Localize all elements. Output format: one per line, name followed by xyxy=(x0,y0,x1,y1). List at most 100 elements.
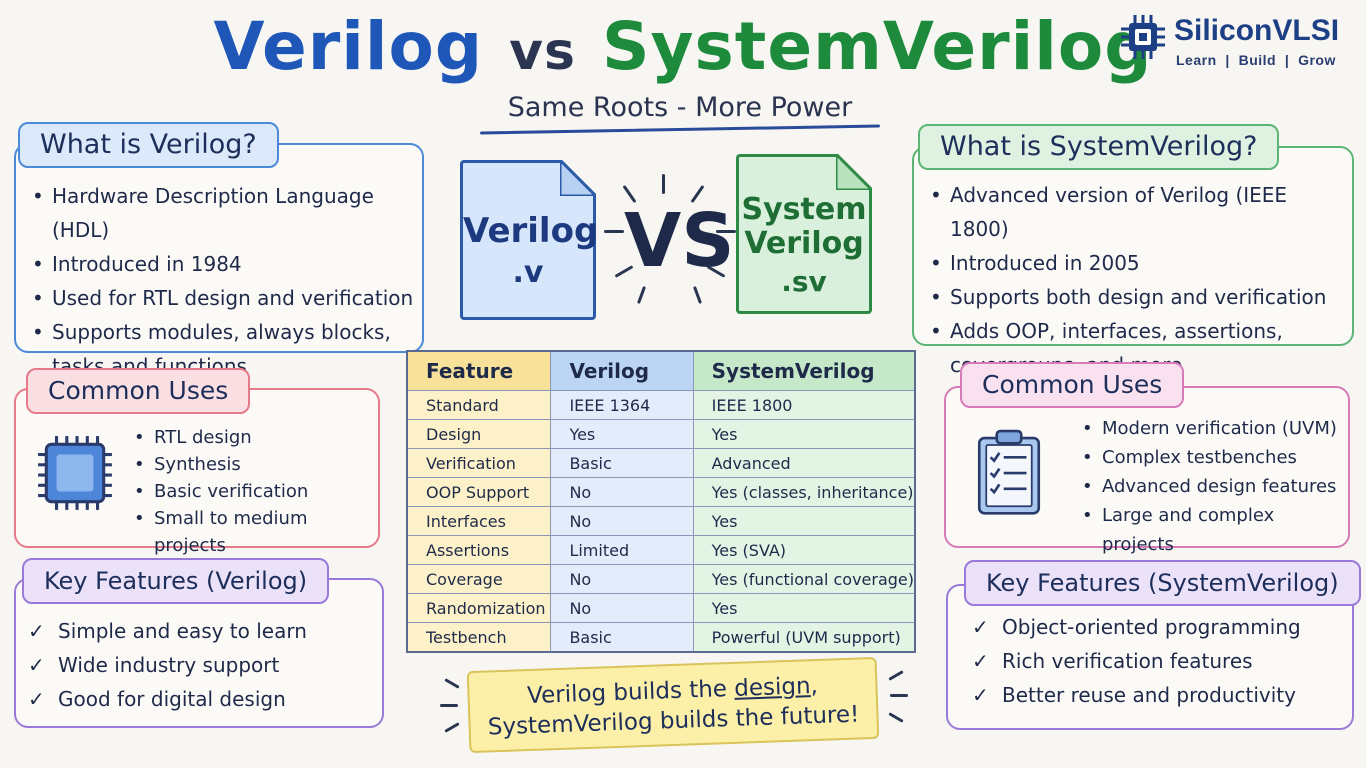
subtitle: Same Roots - More Power xyxy=(507,92,853,123)
systemverilog-file-ext: .sv xyxy=(781,265,827,298)
logo-name-part1: Silicon xyxy=(1174,14,1273,47)
list-item-label: Wide industry support xyxy=(58,653,280,677)
list-item: ✓ Good for digital design xyxy=(28,682,307,716)
check-icon: ✓ xyxy=(28,619,45,643)
list-item-label: Good for digital design xyxy=(58,687,286,711)
cell-systemverilog: Yes (classes, inheritance) xyxy=(692,477,916,507)
list-item: RTL design xyxy=(132,424,378,451)
cell-systemverilog: Yes xyxy=(692,419,916,449)
list-item: ✓ Better reuse and productivity xyxy=(972,678,1301,712)
systemverilog-file-name-line2: Verilog xyxy=(744,226,864,261)
quote-line1-end: , xyxy=(810,672,819,700)
list-item: Used for RTL design and verification xyxy=(30,281,422,315)
check-icon: ✓ xyxy=(972,615,989,639)
cell-verilog: Limited xyxy=(550,535,694,565)
list-item: Large and complex projects xyxy=(1080,501,1348,559)
list-item: Basic verification xyxy=(132,478,378,505)
list-item: Advanced design features xyxy=(1080,472,1348,501)
cell-feature: Standard xyxy=(406,390,552,420)
list-item: Introduced in 1984 xyxy=(30,247,422,281)
what-is-verilog-card: Hardware Description Language (HDL) Intr… xyxy=(14,143,424,378)
cell-systemverilog: Yes (functional coverage) xyxy=(692,564,916,594)
list-item-label: Simple and easy to learn xyxy=(58,619,307,643)
list-item: ✓ Rich verification features xyxy=(972,644,1301,678)
systemverilog-key-features-card: ✓ Object-oriented programming ✓ Rich verif… xyxy=(946,584,1354,730)
cell-feature: Design xyxy=(406,419,552,449)
verilog-file-icon: Verilog .v xyxy=(460,160,599,320)
cell-verilog: IEEE 1364 xyxy=(550,390,694,420)
file-corner-icon xyxy=(836,154,872,190)
list-item-label: Better reuse and productivity xyxy=(1002,683,1296,707)
list-item: ✓ Object-oriented programming xyxy=(972,610,1301,644)
cell-verilog: Basic xyxy=(550,622,694,653)
clipboard-checklist-icon xyxy=(977,429,1041,515)
list-item: Complex testbenches xyxy=(1080,443,1348,472)
list-item-label: Rich verification features xyxy=(1002,649,1253,673)
list-item-label: Object-oriented programming xyxy=(1002,615,1301,639)
quote-emphasis: design xyxy=(733,673,811,702)
subtitle-underline xyxy=(480,124,880,135)
cell-systemverilog: Yes xyxy=(692,506,916,536)
cell-systemverilog: Powerful (UVM support) xyxy=(692,622,916,653)
logo-name: SiliconVLSI xyxy=(1174,14,1339,48)
vs-burst xyxy=(600,170,740,310)
list-item: ✓ Simple and easy to learn xyxy=(28,614,307,648)
what-is-systemverilog-card: Advanced version of Verilog (IEEE 1800) … xyxy=(912,146,1354,377)
list-item-line: Supports modules, always blocks, xyxy=(52,320,391,344)
quote-burst-right xyxy=(884,668,914,728)
cell-feature: Assertions xyxy=(406,535,552,565)
systemverilog-file-icon: System Verilog .sv xyxy=(736,154,872,314)
cell-verilog: Basic xyxy=(550,448,694,478)
file-corner-icon xyxy=(560,160,596,196)
cell-feature: OOP Support xyxy=(406,477,552,507)
systemverilog-file-name-line1: System xyxy=(741,192,867,227)
check-icon: ✓ xyxy=(28,653,45,677)
cell-feature: Testbench xyxy=(406,622,552,653)
verilog-key-features-heading: Key Features (Verilog) xyxy=(22,558,330,604)
quote-burst-left xyxy=(438,676,468,736)
verilog-common-uses-heading: Common Uses xyxy=(26,368,251,414)
cell-feature: Interfaces xyxy=(406,506,552,536)
table-header-row: Feature Verilog SystemVerilog xyxy=(406,350,916,391)
verilog-file-name: Verilog xyxy=(463,211,599,251)
cell-feature: Coverage xyxy=(406,564,552,594)
verilog-file-ext: .v xyxy=(512,255,544,290)
list-item: Introduced in 2005 xyxy=(928,246,1352,280)
check-icon: ✓ xyxy=(972,649,989,673)
systemverilog-common-uses-card: Modern verification (UVM) Complex testbe… xyxy=(944,386,1350,555)
what-is-verilog-heading: What is Verilog? xyxy=(18,122,279,168)
list-item: Supports both design and verification xyxy=(928,280,1352,314)
list-item: Synthesis xyxy=(132,451,378,478)
cell-verilog: No xyxy=(550,593,694,623)
cpu-chip-icon xyxy=(38,436,112,510)
list-item-line: Adds OOP, interfaces, assertions, xyxy=(950,319,1283,343)
cell-systemverilog: Yes xyxy=(692,593,916,623)
cell-systemverilog: IEEE 1800 xyxy=(692,390,916,420)
cell-systemverilog: Advanced xyxy=(692,448,916,478)
column-header-feature: Feature xyxy=(406,350,552,391)
systemverilog-common-uses-heading: Common Uses xyxy=(960,362,1185,408)
title-vs: vs xyxy=(509,22,576,82)
verilog-common-uses-card: RTL design Synthesis Basic verification … xyxy=(14,388,380,556)
cell-feature: Verification xyxy=(406,448,552,478)
logo-tagline: Learn | Build | Grow xyxy=(1176,52,1336,68)
list-item: Hardware Description Language (HDL) xyxy=(30,179,422,247)
title-systemverilog: SystemVerilog xyxy=(601,8,1153,85)
chip-icon xyxy=(1121,15,1165,59)
cell-verilog: No xyxy=(550,564,694,594)
logo: SiliconVLSI Learn | Build | Grow xyxy=(1120,12,1360,72)
check-icon: ✓ xyxy=(972,683,989,707)
logo-name-part2: VLSI xyxy=(1272,14,1340,47)
cell-verilog: Yes xyxy=(550,419,694,449)
check-icon: ✓ xyxy=(28,687,45,711)
quote-banner: Verilog builds the design, SystemVerilog… xyxy=(466,656,880,754)
